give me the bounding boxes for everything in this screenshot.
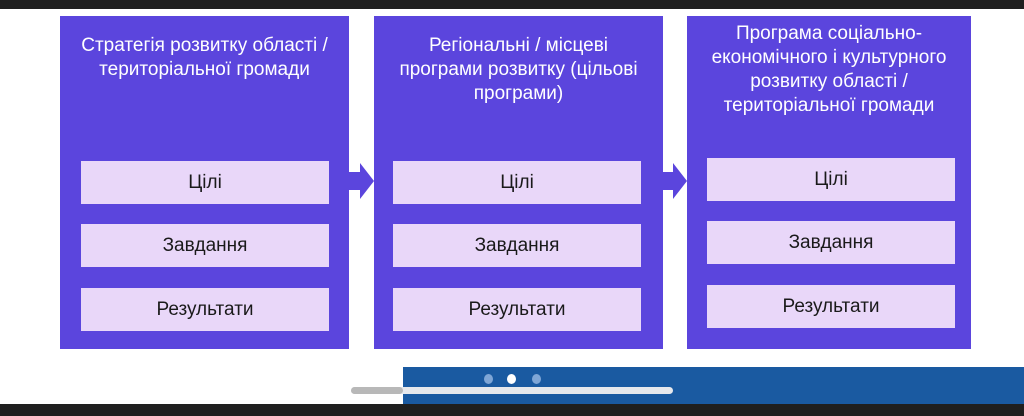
item-tasks: Завдання: [393, 224, 641, 267]
column-socioeconomic: Програма соціально-економічного і культу…: [687, 16, 971, 349]
carousel-dot-2[interactable]: [507, 374, 516, 384]
item-goals: Цілі: [81, 161, 329, 204]
arrow-shaft: [663, 172, 675, 190]
item-results: Результати: [393, 288, 641, 331]
carousel-dot-3[interactable]: [532, 374, 541, 384]
column-title: Регіональні / місцеві програми розвитку …: [399, 35, 638, 104]
column-programs: Регіональні / місцеві програми розвитку …: [374, 16, 663, 349]
scrollbar-thumb[interactable]: [351, 387, 403, 394]
arrow-right-icon: [673, 163, 687, 199]
top-bar: [0, 0, 1024, 9]
column-title: Програма соціально-економічного і культу…: [711, 23, 947, 116]
bottom-bar: [0, 404, 1024, 416]
item-results: Результати: [81, 288, 329, 331]
item-goals: Цілі: [707, 158, 955, 201]
arrow-right-icon: [360, 163, 374, 199]
arrow-shaft: [349, 172, 361, 190]
horizontal-scrollbar[interactable]: [351, 387, 673, 394]
column-title: Стратегія розвитку області / територіаль…: [81, 35, 328, 80]
item-goals: Цілі: [393, 161, 641, 204]
column-strategy: Стратегія розвитку області / територіаль…: [60, 16, 349, 349]
footer-bar: [403, 367, 1024, 404]
item-tasks: Завдання: [707, 221, 955, 264]
item-results: Результати: [707, 285, 955, 328]
carousel-dot-1[interactable]: [484, 374, 493, 384]
item-tasks: Завдання: [81, 224, 329, 267]
